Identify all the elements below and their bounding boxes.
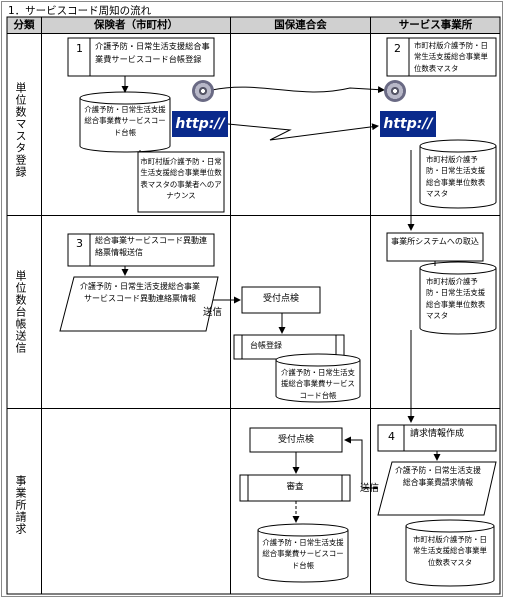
change-info-label: 介護予防・日常生活支援総合事業サービスコード異動連絡票情報: [80, 282, 200, 304]
header-federation: 国保連合会: [231, 17, 370, 33]
provider-master-2-label: 市町村版介護予防・日常生活支援総合事業単位数表マスタ: [426, 277, 486, 321]
receive-check-2-label: 受付点検: [277, 435, 314, 445]
step4-number: 4: [388, 430, 395, 443]
send-label-2: 送信: [360, 483, 380, 494]
step3-text: 総合事業サービスコード異動連絡票情報送信: [95, 236, 207, 258]
http-icon: http://: [172, 111, 228, 137]
step1-box: [67, 37, 215, 77]
header-provider: サービス事業所: [371, 17, 500, 33]
provider-master-3-label: 市町村版介護予防・日常生活支援総合事業単位数表マスタ: [413, 535, 487, 567]
section-ledger-send: 単位数台帳送信: [14, 270, 27, 354]
step2-number: 2: [394, 42, 401, 55]
step1-text: 介護予防・日常生活支援総合事業費サービスコード台帳登録: [95, 41, 210, 64]
header-insurer: 保険者（市町村）: [42, 17, 230, 33]
step3-number: 3: [76, 237, 83, 250]
announce-label: 市町村版介護予防・日常生活支援総合事業単位数表マスタの事業者へのアナウンス: [140, 157, 222, 201]
section-unit-master: 単位数マスタ登録: [14, 82, 27, 178]
section-billing: 事業所請求: [14, 475, 27, 535]
cd-disc-icon: [192, 80, 214, 102]
ledger-register-label: 台帳登録: [250, 341, 282, 350]
provider-master-1-label: 市町村版介護予防・日常生活支援総合事業単位数表マスタ: [426, 155, 486, 199]
step4-text: 請求情報作成: [410, 429, 465, 439]
send-label-1: 送信: [203, 307, 223, 318]
announce-box: [137, 151, 225, 213]
fed-ledger-2-label: 介護予防・日常生活支援総合事業費サービスコード台帳: [262, 538, 344, 570]
insurer-ledger-label: 介護予防・日常生活支援総合事業費サービスコード台帳: [84, 105, 166, 137]
page-title: 1．サービスコード周知の流れ: [8, 5, 152, 17]
billing-info-label: 介護予防・日常生活支援総合事業費請求情報: [395, 466, 481, 488]
step1-number: 1: [76, 42, 83, 55]
header-category: 分類: [7, 17, 41, 33]
http-icon: http://: [380, 111, 436, 137]
provider-import-label: 事業所システムへの取込: [391, 237, 479, 246]
cd-disc-icon: [384, 80, 406, 102]
step2-box: [386, 37, 497, 77]
step2-text: 市町村版介護予防・日常生活支援総合事業単位数表マスタ: [414, 41, 488, 73]
audit-label: 審査: [286, 482, 304, 492]
fed-ledger-1-label: 介護予防・日常生活支援総合事業費サービスコード台帳: [281, 368, 355, 400]
receive-check-1-label: 受付点検: [262, 294, 299, 304]
